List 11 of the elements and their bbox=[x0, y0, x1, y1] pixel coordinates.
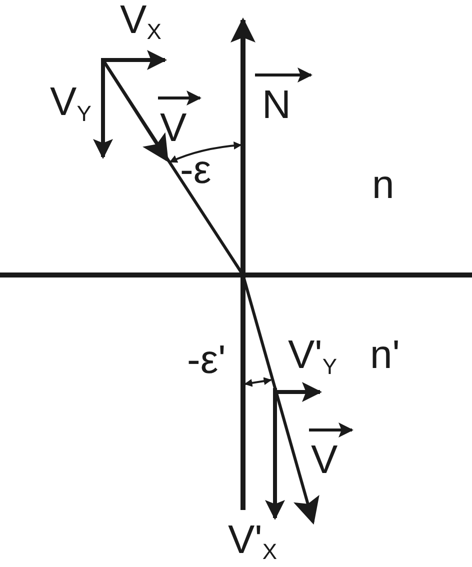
medium-label: n bbox=[372, 165, 394, 205]
component-label: V'$_{Y}$ bbox=[288, 335, 338, 378]
medium-label: n' bbox=[370, 335, 400, 375]
vector-label: V bbox=[311, 440, 338, 480]
angle-label: -ε bbox=[180, 150, 212, 190]
angle-label: -ε' bbox=[187, 340, 226, 380]
component-label: V$_{Y}$ bbox=[50, 82, 92, 125]
vector-label: V bbox=[160, 108, 187, 148]
component-label: V$_{X}$ bbox=[120, 0, 162, 43]
component-label: V'$_{X}$ bbox=[228, 520, 278, 563]
vector-label: N bbox=[262, 85, 291, 125]
